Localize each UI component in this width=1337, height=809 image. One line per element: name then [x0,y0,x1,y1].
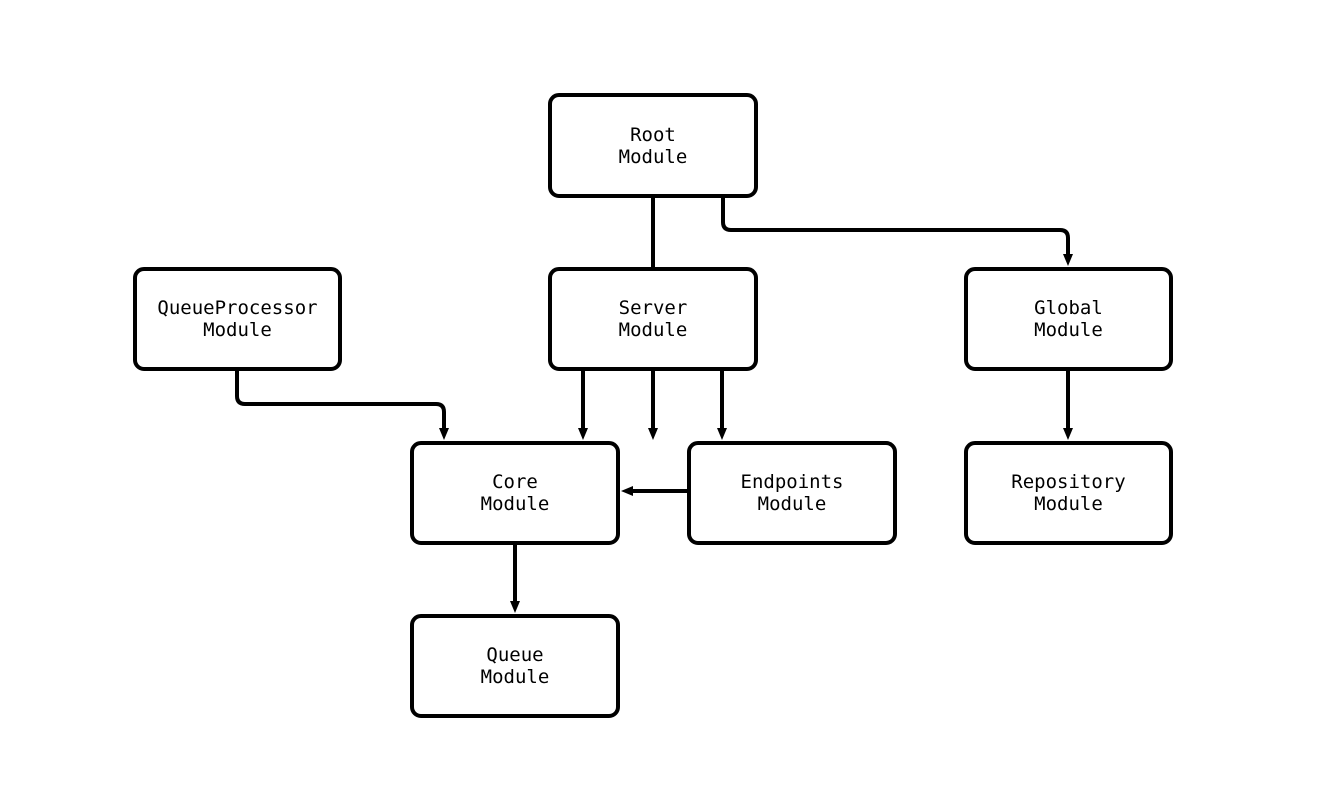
node-global-module-label: Global Module [1034,297,1103,341]
node-queue-module-label: Queue Module [480,644,550,688]
node-server-module[interactable]: Server Module [548,267,758,371]
node-queueprocessor-module[interactable]: QueueProcessor Module [133,267,342,371]
node-root-module[interactable]: Root Module [548,93,758,198]
node-repository-module-label: Repository Module [1011,471,1126,515]
edge-queueprocessor-to-core [235,369,449,440]
node-core-module-label: Core Module [480,471,550,515]
node-endpoints-module[interactable]: Endpoints Module [687,441,897,545]
node-endpoints-module-label: Endpoints Module [740,471,844,515]
node-core-module[interactable]: Core Module [410,441,620,545]
node-server-module-label: Server Module [618,297,688,341]
node-root-module-label: Root Module [618,123,688,168]
node-repository-module[interactable]: Repository Module [964,441,1173,545]
node-queue-module[interactable]: Queue Module [410,614,620,718]
node-queueprocessor-module-label: QueueProcessor Module [157,297,318,341]
node-global-module[interactable]: Global Module [964,267,1173,371]
edge-root-to-global [721,196,1073,266]
